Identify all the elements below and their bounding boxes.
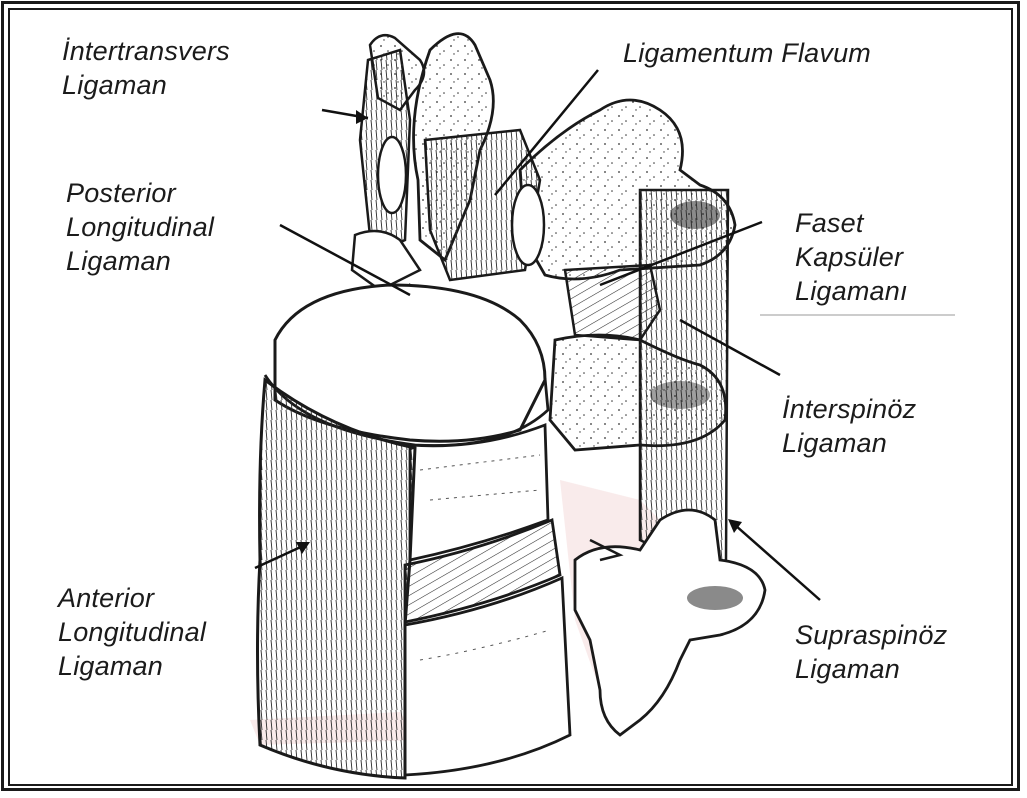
label-supraspinoz-line1: Supraspinöz [795, 618, 947, 652]
label-supraspinoz: Supraspinöz Ligaman [795, 618, 947, 686]
label-posterior-line3: Ligaman [66, 244, 214, 278]
middle-lamina-shadow [650, 381, 710, 409]
label-faset-line1: Faset [795, 206, 908, 240]
label-intertransvers-line2: Ligaman [62, 68, 230, 102]
label-faset-line2: Kapsüler [795, 240, 908, 274]
label-posterior: Posterior Longitudinal Ligaman [66, 176, 214, 278]
anterior-longitudinal-ligament [258, 380, 416, 778]
label-flavum-line1: Ligamentum Flavum [623, 36, 871, 70]
facet-oval-mid [512, 185, 544, 265]
label-interspinoz-line1: İnterspinöz [782, 392, 916, 426]
label-faset-line3: Ligamanı [795, 274, 908, 308]
label-anterior: Anterior Longitudinal Ligaman [58, 581, 206, 683]
label-interspinoz-line2: Ligaman [782, 426, 916, 460]
label-anterior-line1: Anterior [58, 581, 206, 615]
label-anterior-line2: Longitudinal [58, 615, 206, 649]
label-anterior-line3: Ligaman [58, 649, 206, 683]
label-posterior-line2: Longitudinal [66, 210, 214, 244]
label-posterior-line1: Posterior [66, 176, 214, 210]
label-faset: Faset Kapsüler Ligamanı [795, 206, 908, 308]
label-flavum: Ligamentum Flavum [623, 36, 871, 70]
label-intertransvers: İntertransvers Ligaman [62, 34, 230, 102]
upper-lamina-shadow [670, 201, 720, 229]
label-intertransvers-line1: İntertransvers [62, 34, 230, 68]
facet-oval-left [378, 137, 406, 213]
label-interspinoz: İnterspinöz Ligaman [782, 392, 916, 460]
lower-process-shadow [687, 586, 743, 610]
facet-capsule [565, 265, 660, 340]
label-supraspinoz-line2: Ligaman [795, 652, 947, 686]
